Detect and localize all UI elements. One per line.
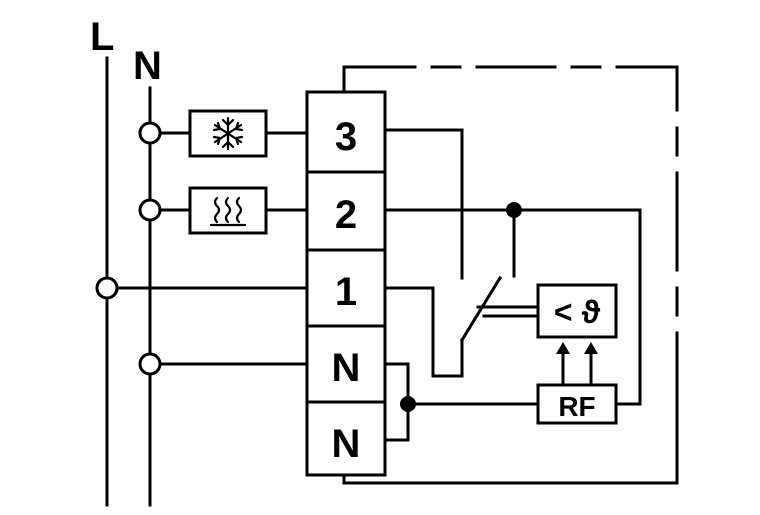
terminal-3-label: 3 <box>335 115 357 159</box>
neutral-label: N <box>133 44 162 88</box>
common-contact-wire <box>383 286 464 378</box>
neutral-terminal-cooling <box>138 121 162 145</box>
heat-waves-icon <box>209 196 247 227</box>
junction-dot-terminal-2 <box>506 202 522 218</box>
rf-module-label: RF <box>558 391 595 422</box>
rf-supply-wire <box>614 208 642 406</box>
snowflake-icon <box>212 116 244 151</box>
signal-arrow-icon <box>556 342 570 387</box>
terminal-2-label: 2 <box>335 193 357 237</box>
thermostat-housing-outline <box>342 65 679 485</box>
cooling-contact-wire <box>383 128 464 280</box>
line-label: L <box>90 15 114 59</box>
terminal-1-label: 1 <box>335 270 357 314</box>
terminal-block <box>305 90 387 477</box>
neutral-terminal-heating <box>138 198 162 222</box>
thermostat-sensor-box <box>536 283 618 339</box>
terminal-n2-label: N <box>332 422 361 466</box>
switch-blade <box>459 275 503 343</box>
line-terminal <box>95 276 119 300</box>
neutral-terminal-supply <box>138 352 162 376</box>
heating-load-box <box>188 186 268 235</box>
thermostat-symbol: < ϑ <box>554 294 601 330</box>
terminal-n1-label: N <box>332 346 361 390</box>
rf-module-box <box>536 383 618 425</box>
signal-arrow-icon <box>584 342 598 387</box>
junction-dot-neutral <box>400 396 416 412</box>
